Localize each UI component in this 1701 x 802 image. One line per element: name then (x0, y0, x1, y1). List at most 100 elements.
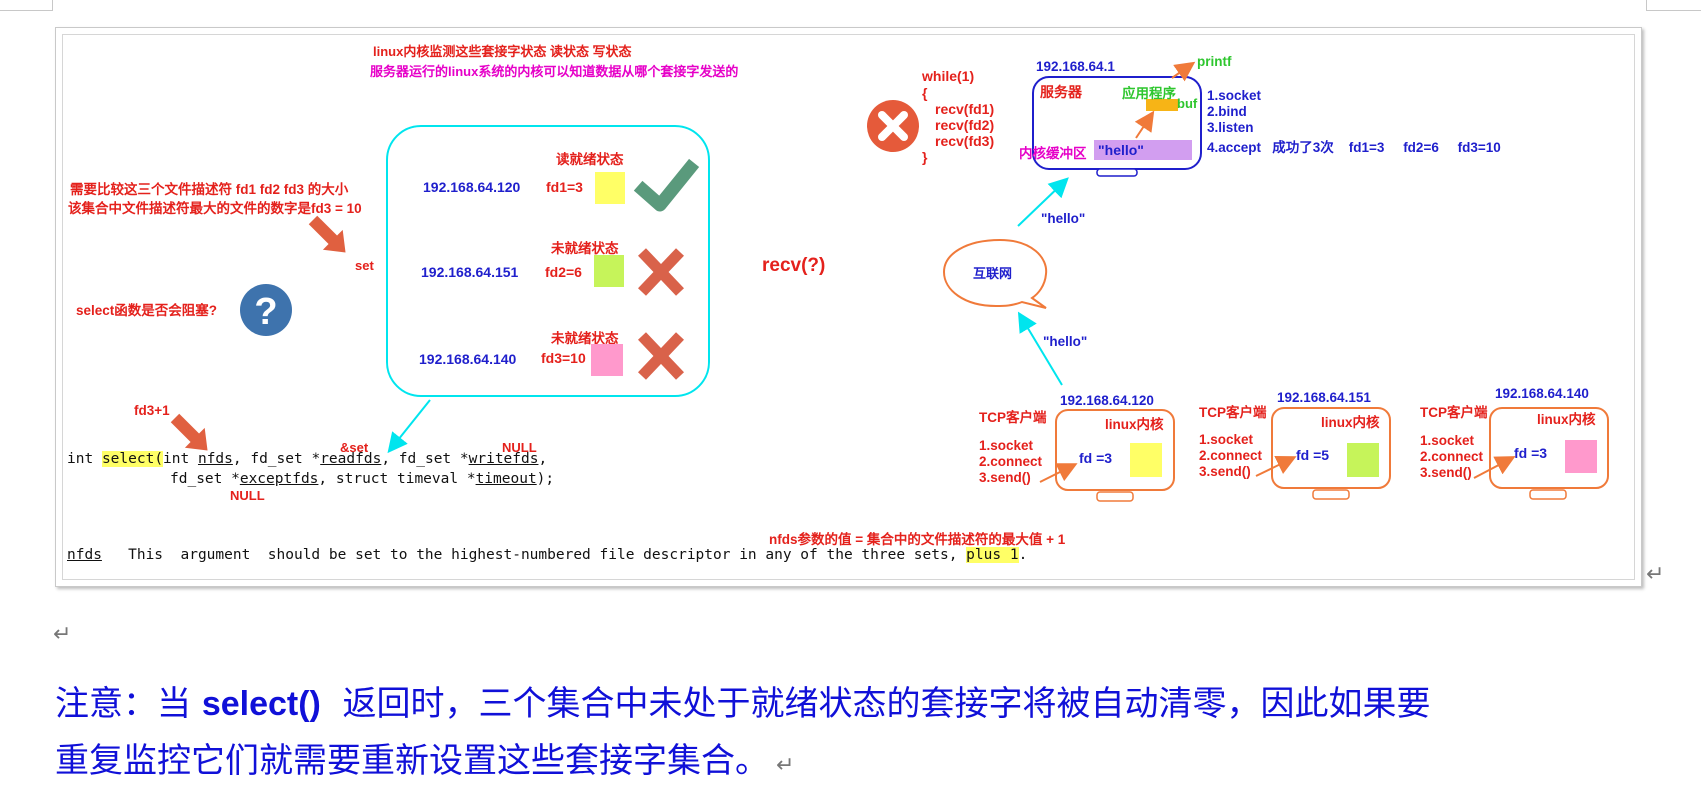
note-select-term: select() (201, 685, 321, 723)
client-label: TCP客户端 (979, 410, 1047, 425)
param-type: , fd_set * (381, 451, 469, 467)
arrow-kernel-to-app (1134, 110, 1155, 139)
kernel-buffer-label: 内核缓冲区 (1019, 146, 1087, 161)
buf-label: buf (1177, 96, 1198, 111)
arrow-internet-to-server (1017, 177, 1069, 227)
paragraph-mark: ↵ (53, 622, 72, 647)
client-step: 2.connect (1420, 449, 1484, 464)
nfds-man-line: nfds This argument should be set to the … (67, 547, 1027, 563)
internet-label: 互联网 (973, 266, 1013, 281)
row-fd: fd3=10 (541, 350, 586, 366)
loop-line: recv(fd1) (935, 101, 995, 117)
cross-mark-row2 (638, 248, 684, 296)
client-fd: fd =3 (1514, 445, 1548, 461)
client-step: 3.send() (979, 470, 1031, 485)
client-step: 3.send() (1420, 465, 1472, 480)
loop-line: recv(fd2) (935, 117, 995, 133)
server-step: 1.socket (1207, 88, 1262, 103)
row-ip: 192.168.64.151 (421, 264, 519, 280)
client-label: TCP客户端 (1420, 405, 1488, 420)
client-ip: 192.168.64.140 (1495, 386, 1589, 401)
diagram-figure (55, 27, 1642, 587)
kernel-buffer-bar (1094, 140, 1192, 160)
check-mark (633, 158, 700, 212)
note-line-2: 重复监控它们就需要重新设置这些套接字集合。 ↵ (55, 733, 794, 782)
client-fd-square (1130, 443, 1162, 477)
param-type: int (163, 451, 198, 467)
row-fd: fd2=6 (545, 264, 582, 280)
null-writefds-label: NULL (502, 440, 537, 455)
client-ip: 192.168.64.151 (1277, 390, 1371, 405)
client-label: TCP客户端 (1199, 405, 1267, 420)
row-ip: 192.168.64.120 (423, 179, 521, 195)
note-text: 返回时，三个集合中未处于就绪状态的套接字将被自动清零，因此如果要 (320, 684, 1431, 724)
client-step: 2.connect (979, 454, 1043, 469)
client-ip: 192.168.64.120 (1060, 393, 1154, 408)
recv-question: recv(?) (762, 255, 826, 276)
punct: , (538, 451, 548, 467)
punct: ); (536, 471, 555, 487)
client-fd: fd =3 (1079, 450, 1113, 466)
orange-arrow-set (308, 215, 346, 253)
server-label: 服务器 (1040, 84, 1082, 100)
amp-set-label: &set (340, 440, 369, 455)
row-status: 读就绪状态 (556, 152, 624, 167)
server-step: 2.bind (1207, 104, 1247, 119)
row-status: 未就绪状态 (551, 241, 619, 256)
figure-inner-frame (62, 34, 1635, 580)
select-signature-line2: fd_set *exceptfds, struct timeval *timeo… (170, 471, 554, 487)
fd3-plus-1-label: fd3+1 (134, 403, 170, 418)
internet-bubble (942, 238, 1048, 309)
fd-color-square (591, 344, 623, 376)
client-kernel-label: linux内核 (1537, 412, 1596, 427)
client-step: 1.socket (1420, 433, 1475, 448)
note-text: 重复监控它们就需要重新设置这些套接字集合。 (55, 741, 769, 781)
question-circle (240, 284, 292, 336)
client-step: 2.connect (1199, 448, 1263, 463)
param-timeout: timeout (475, 471, 537, 487)
server-step: 3.listen (1207, 120, 1254, 135)
page-corner-mark-right (1646, 0, 1701, 11)
client-fd-square (1565, 440, 1597, 473)
kernel-knows-caption: 服务器运行的linux系统的内核可以知道数据从哪个套接字发送的 (370, 64, 739, 79)
note-line-1: 注意：当 select() 返回时，三个集合中未处于就绪状态的套接字将被自动清零… (55, 676, 1431, 725)
orange-arrow-fd3plus1 (170, 413, 208, 451)
param-type: , struct timeval * (318, 471, 476, 487)
kernel-monitor-caption: linux内核监测这些套接字状态 读状态 写状态 (373, 44, 632, 59)
loop-line: while(1) (922, 68, 975, 84)
nfds-term: nfds (67, 547, 102, 563)
nfds-value-caption: nfds参数的值 = 集合中的文件描述符的最大值 + 1 (769, 532, 1066, 547)
paragraph-mark: ↵ (769, 753, 795, 778)
server-step: 4.accept 成功了3次 fd1=3 fd2=6 fd3=10 (1207, 140, 1501, 155)
arrow-box-to-readfds (387, 399, 431, 454)
arrow-client-to-internet (1017, 311, 1063, 386)
row-status: 未就绪状态 (551, 331, 619, 346)
client-kernel-label: linux内核 (1105, 417, 1164, 432)
server-ip: 192.168.64.1 (1036, 59, 1115, 74)
max-fd-note: 该集合中文件描述符最大的文件的数字是fd3 = 10 (68, 201, 362, 216)
paragraph-mark: ↵ (1646, 562, 1665, 587)
fd-color-square (595, 172, 625, 204)
param-exceptfds: exceptfds (239, 471, 319, 487)
fd-set-box (386, 125, 710, 397)
client-fd-square (1347, 443, 1379, 477)
param-readfds: readfds (320, 451, 382, 467)
app-buf-bar (1146, 99, 1178, 111)
kw-int: int (67, 451, 94, 467)
printf-label: printf (1197, 54, 1232, 69)
param-type: , fd_set * (232, 451, 321, 467)
param-writefds: writefds (468, 451, 539, 467)
client-kernel-label: linux内核 (1321, 415, 1380, 430)
row-ip: 192.168.64.140 (419, 351, 517, 367)
hello-to-server: "hello" (1041, 211, 1086, 226)
select-block-question: select函数是否会阻塞? (76, 303, 218, 318)
hello-in-buffer: "hello" (1098, 142, 1144, 158)
null-exceptfds-label: NULL (230, 488, 265, 503)
set-label: set (355, 258, 374, 273)
select-signature-line1: int select(int nfds, fd_set *readfds, fd… (67, 451, 547, 467)
app-label: 应用程序 (1122, 86, 1176, 101)
param-nfds: nfds (197, 451, 233, 467)
client-step: 1.socket (1199, 432, 1254, 447)
question-mark-glyph: ? (254, 291, 277, 333)
